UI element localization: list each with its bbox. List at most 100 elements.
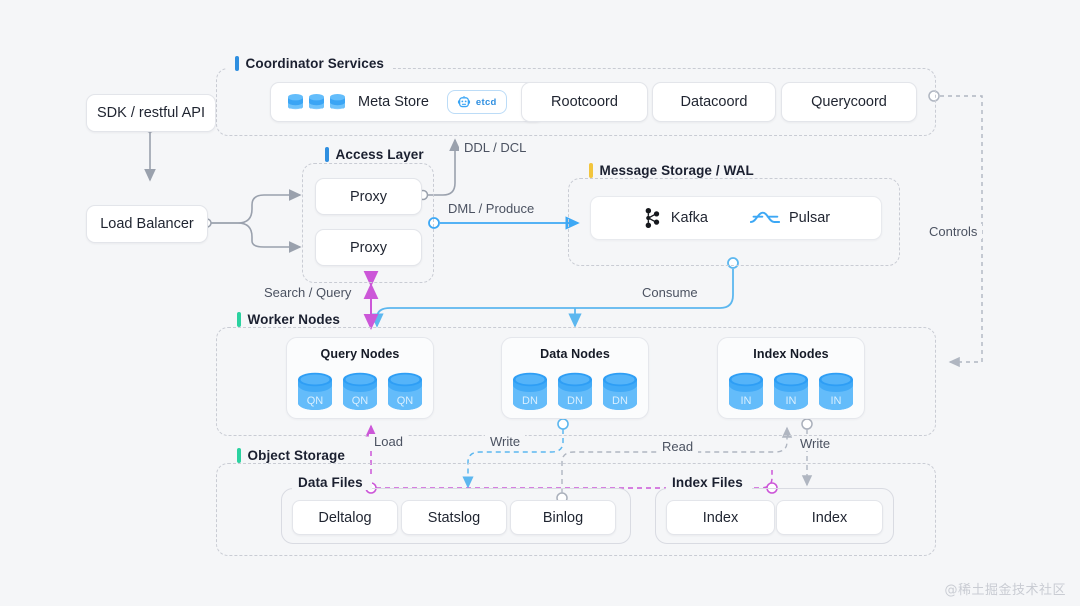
message-broker-bar: Kafka Pulsar [590, 196, 882, 240]
node-cylinder-dn: DN [558, 372, 592, 410]
svg-text:DN: DN [567, 395, 583, 407]
access-layer-label-text: Access Layer [335, 147, 424, 162]
node-cylinder-qn: QN [388, 372, 422, 410]
etcd-label: etcd [475, 96, 497, 108]
group-worker-nodes [216, 327, 936, 436]
node-cylinder-qn: QN [343, 372, 377, 410]
node-cylinder-dn: DN [603, 372, 637, 410]
rootcoord-label: Rootcoord [551, 94, 618, 110]
group-access-layer [302, 163, 434, 283]
load-text: Load [374, 434, 403, 449]
index-node-cylinders: IN IN IN [718, 372, 864, 412]
cylinder-icon [330, 93, 345, 109]
edge-label-read: Read [657, 439, 699, 454]
index-nodes-title: Index Nodes [753, 347, 829, 361]
read-text: Read [662, 439, 694, 454]
meta-store-cylinders [287, 93, 346, 112]
edge-label-search-query: Search / Query [259, 285, 357, 300]
etcd-badge[interactable]: etcd [446, 90, 507, 114]
message-storage-label-text: Message Storage / WAL [599, 163, 754, 178]
wire-dml-produce [428, 216, 580, 230]
accent-bar-message-storage [589, 163, 593, 178]
group-label-coordinator-services: Coordinator Services [226, 56, 394, 71]
group-label-index-files: Index Files [666, 475, 752, 490]
querycoord-label: Querycoord [811, 94, 887, 110]
file-card-deltalog[interactable]: Deltalog [292, 500, 398, 535]
edge-label-load: Load [369, 434, 408, 449]
node-cylinder-in: IN [774, 372, 808, 410]
coordinator-label-text: Coordinator Services [245, 56, 385, 71]
node-cylinder-in: IN [819, 372, 853, 410]
controls-text: Controls [929, 224, 978, 239]
edge-label-controls: Controls [924, 224, 983, 239]
data-nodes-box[interactable]: Data Nodes DN DN DN [501, 337, 649, 419]
accent-bar-access-layer [325, 147, 329, 162]
worker-nodes-label-text: Worker Nodes [247, 312, 340, 327]
meta-store-card[interactable]: Meta Store etcd [270, 82, 544, 122]
datacoord-label: Datacoord [680, 94, 748, 110]
group-object-storage [216, 463, 936, 556]
svg-text:QN: QN [307, 395, 324, 407]
group-data-files [281, 488, 631, 544]
accent-bar-object-storage [237, 448, 241, 463]
write-index-text: Write [800, 436, 831, 451]
load-balancer-card[interactable]: Load Balancer [86, 205, 208, 243]
broker-kafka[interactable]: Kafka [642, 207, 708, 229]
data-node-cylinders: DN DN DN [502, 372, 648, 412]
data-nodes-title: Data Nodes [540, 347, 610, 361]
service-card-querycoord[interactable]: Querycoord [781, 82, 917, 122]
group-label-message-storage: Message Storage / WAL [580, 163, 763, 178]
sdk-label: SDK / restful API [97, 105, 205, 121]
watermark: @稀土掘金技术社区 [944, 583, 1066, 598]
etcd-icon [457, 96, 470, 108]
edge-label-consume: Consume [637, 285, 703, 300]
data-files-label-text: Data Files [298, 475, 363, 490]
edge-label-write-data: Write [485, 434, 526, 449]
sdk-restful-api-card[interactable]: SDK / restful API [86, 94, 216, 132]
query-nodes-box[interactable]: Query Nodes QN QN QN [286, 337, 434, 419]
query-node-cylinders: QN QN QN [287, 372, 433, 412]
index-files-label-text: Index Files [672, 475, 743, 490]
statslog-label: Statslog [427, 509, 481, 526]
pulsar-label: Pulsar [788, 210, 831, 226]
svg-text:IN: IN [741, 395, 752, 407]
wire-load-balancer-to-proxies [202, 189, 302, 253]
file-card-binlog[interactable]: Binlog [510, 500, 616, 535]
consume-text: Consume [642, 285, 698, 300]
proxy-card-2[interactable]: Proxy [315, 229, 422, 266]
index-label-2: Index [811, 509, 848, 526]
file-card-index-2[interactable]: Index [776, 500, 883, 535]
svg-text:IN: IN [831, 395, 842, 407]
query-nodes-title: Query Nodes [320, 347, 400, 361]
svg-text:QN: QN [352, 395, 369, 407]
binlog-label: Binlog [542, 509, 584, 526]
write-data-text: Write [490, 434, 521, 449]
file-card-statslog[interactable]: Statslog [401, 500, 507, 535]
index-nodes-box[interactable]: Index Nodes IN IN IN [717, 337, 865, 419]
dml-produce-text: DML / Produce [448, 201, 535, 216]
edge-label-write-index: Write [795, 436, 836, 451]
group-label-access-layer: Access Layer [316, 147, 433, 162]
service-card-datacoord[interactable]: Datacoord [652, 82, 776, 122]
object-storage-label-text: Object Storage [247, 448, 345, 463]
svg-text:DN: DN [612, 395, 628, 407]
proxy-label-1: Proxy [349, 188, 388, 205]
group-index-files [655, 488, 894, 544]
node-cylinder-qn: QN [298, 372, 332, 410]
kafka-icon [645, 208, 660, 228]
node-cylinder-dn: DN [513, 372, 547, 410]
kafka-label: Kafka [670, 210, 708, 226]
svg-text:DN: DN [522, 395, 538, 407]
service-card-rootcoord[interactable]: Rootcoord [521, 82, 648, 122]
proxy-label-2: Proxy [349, 239, 388, 256]
group-label-object-storage: Object Storage [228, 448, 354, 463]
svg-text:QN: QN [397, 395, 414, 407]
svg-text:IN: IN [786, 395, 797, 407]
broker-pulsar[interactable]: Pulsar [749, 208, 831, 228]
accent-bar-coordinator [235, 56, 239, 71]
edge-label-dml-produce: DML / Produce [443, 201, 540, 216]
proxy-card-1[interactable]: Proxy [315, 178, 422, 215]
file-card-index-1[interactable]: Index [666, 500, 775, 535]
ddl-dcl-text: DDL / DCL [464, 140, 527, 155]
